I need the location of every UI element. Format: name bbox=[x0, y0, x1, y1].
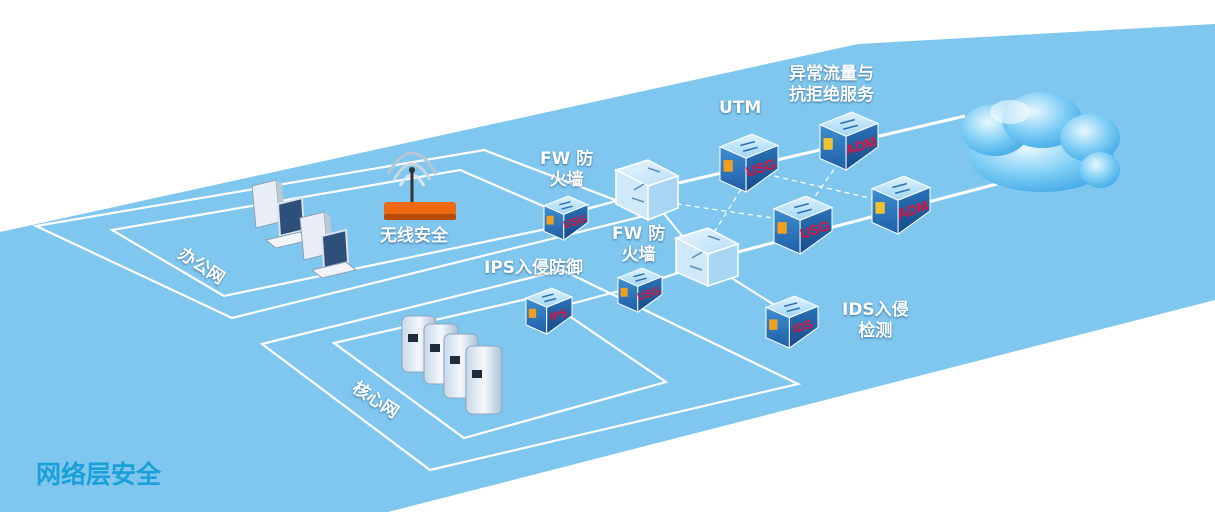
wireless-security-label: 无线安全 bbox=[380, 226, 448, 246]
utm-usg-device-icon: USG bbox=[718, 133, 780, 193]
adm-label: 异常流量与 抗拒绝服务 bbox=[789, 64, 874, 106]
adm-device-icon: ADM bbox=[818, 111, 880, 171]
internet-cloud-icon bbox=[961, 92, 1120, 192]
device-badge-text: IDS bbox=[791, 317, 814, 336]
adm-label-line1: 异常流量与 bbox=[789, 64, 874, 84]
wireless-router-icon bbox=[384, 151, 456, 220]
desktop-computer-icon bbox=[299, 211, 358, 279]
ids-label-line2: 检测 bbox=[858, 321, 893, 341]
uplink-line-2 bbox=[699, 178, 1013, 264]
adm-device-icon: ADM bbox=[870, 175, 932, 235]
core-zone-outer bbox=[259, 268, 802, 472]
ips-label: IPS入侵防御 bbox=[484, 258, 584, 278]
platform bbox=[0, 24, 1215, 512]
fw-mid-device-icon: USG bbox=[616, 267, 664, 313]
fw-mid-label-line2: 火墙 bbox=[621, 245, 656, 265]
server-rack-icon bbox=[401, 315, 503, 415]
fw-top-label-line1: FW 防 bbox=[540, 149, 594, 169]
ids-device-icon: IDS bbox=[764, 295, 820, 349]
ids-label: IDS入侵 检测 bbox=[842, 300, 909, 342]
core-zone-inner bbox=[331, 294, 669, 440]
uplink-line-1 bbox=[639, 114, 966, 194]
ips-device-icon: IPS bbox=[524, 287, 574, 335]
fw-mid-label: FW 防 火墙 bbox=[612, 224, 665, 266]
adm-label-line2: 抗拒绝服务 bbox=[789, 85, 874, 105]
core-switch-icon bbox=[674, 227, 740, 288]
ids-label-line1: IDS入侵 bbox=[842, 300, 909, 320]
device-badge-text: IPS bbox=[548, 307, 569, 324]
core-switch-icon bbox=[614, 159, 680, 222]
page-title: 网络层安全 bbox=[36, 460, 162, 489]
fw-top-label-line2: 火墙 bbox=[549, 170, 584, 190]
fw-top-device-icon: USG bbox=[542, 195, 590, 241]
fw-top-label: FW 防 火墙 bbox=[540, 149, 593, 191]
fw-mid-label-line1: FW 防 bbox=[612, 224, 666, 244]
utm-label: UTM bbox=[719, 98, 762, 118]
